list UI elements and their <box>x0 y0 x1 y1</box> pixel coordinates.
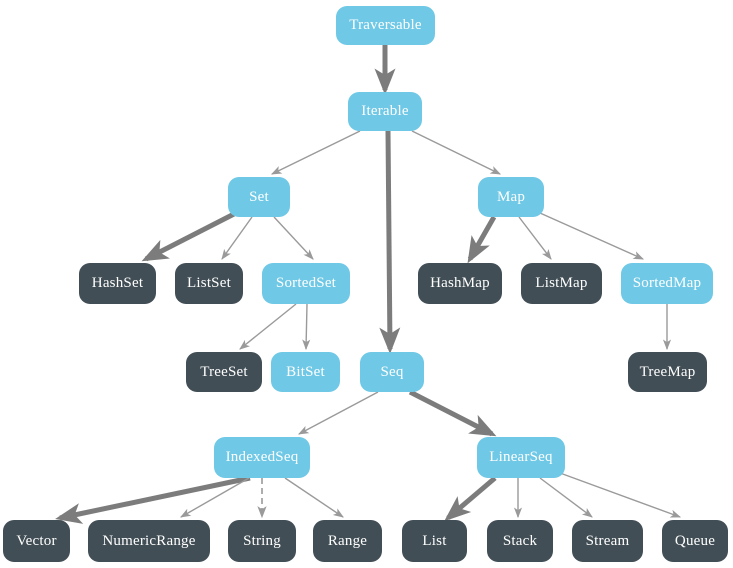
node-bitset[interactable]: BitSet <box>271 352 340 392</box>
node-list[interactable]: List <box>402 520 467 562</box>
edge-set-to-listset <box>221 216 253 260</box>
edge-iterable-to-set <box>270 130 361 175</box>
node-stream[interactable]: Stream <box>572 520 643 562</box>
node-range[interactable]: Range <box>313 520 382 562</box>
node-traversable[interactable]: Traversable <box>336 6 435 45</box>
edge-seq-to-linearseq <box>408 389 497 437</box>
node-treeset[interactable]: TreeSet <box>186 352 262 392</box>
node-map[interactable]: Map <box>478 177 544 217</box>
node-sortedset[interactable]: SortedSet <box>262 263 350 304</box>
edge-seq-to-indexedseq <box>298 391 379 435</box>
edge-indexedseq-to-numericrange <box>180 477 250 518</box>
node-numericrange[interactable]: NumericRange <box>88 520 210 562</box>
edge-map-to-listmap <box>518 216 552 260</box>
node-string[interactable]: String <box>228 520 296 562</box>
edge-indexedseq-to-vector <box>55 475 251 524</box>
edge-sortedset-to-treeset <box>239 303 297 350</box>
node-queue[interactable]: Queue <box>662 520 728 562</box>
edge-set-to-hashset <box>141 211 236 262</box>
node-hashset[interactable]: HashSet <box>79 263 156 304</box>
edge-sortedset-to-bitset <box>302 303 311 351</box>
node-linearseq[interactable]: LinearSeq <box>477 437 565 478</box>
edge-linearseq-to-list <box>444 476 497 522</box>
node-sortedmap[interactable]: SortedMap <box>621 263 713 304</box>
edge-linearseq-to-queue <box>559 472 682 518</box>
edge-indexedseq-to-range <box>284 477 344 518</box>
node-iterable[interactable]: Iterable <box>348 92 422 131</box>
edge-map-to-sortedmap <box>539 212 645 260</box>
node-listset[interactable]: ListSet <box>175 263 243 304</box>
node-indexedseq[interactable]: IndexedSeq <box>214 437 310 478</box>
node-listmap[interactable]: ListMap <box>521 263 602 304</box>
edge-iterable-to-seq <box>379 130 401 354</box>
node-seq[interactable]: Seq <box>360 352 424 392</box>
edge-iterable-to-map <box>411 130 502 175</box>
edge-map-to-hashmap <box>467 215 497 264</box>
node-treemap[interactable]: TreeMap <box>628 352 707 392</box>
node-set[interactable]: Set <box>228 177 290 217</box>
edge-set-to-sortedset <box>273 216 314 260</box>
node-stack[interactable]: Stack <box>487 520 553 562</box>
node-hashmap[interactable]: HashMap <box>418 263 502 304</box>
edge-linearseq-to-stream <box>539 477 593 518</box>
node-vector[interactable]: Vector <box>3 520 70 562</box>
